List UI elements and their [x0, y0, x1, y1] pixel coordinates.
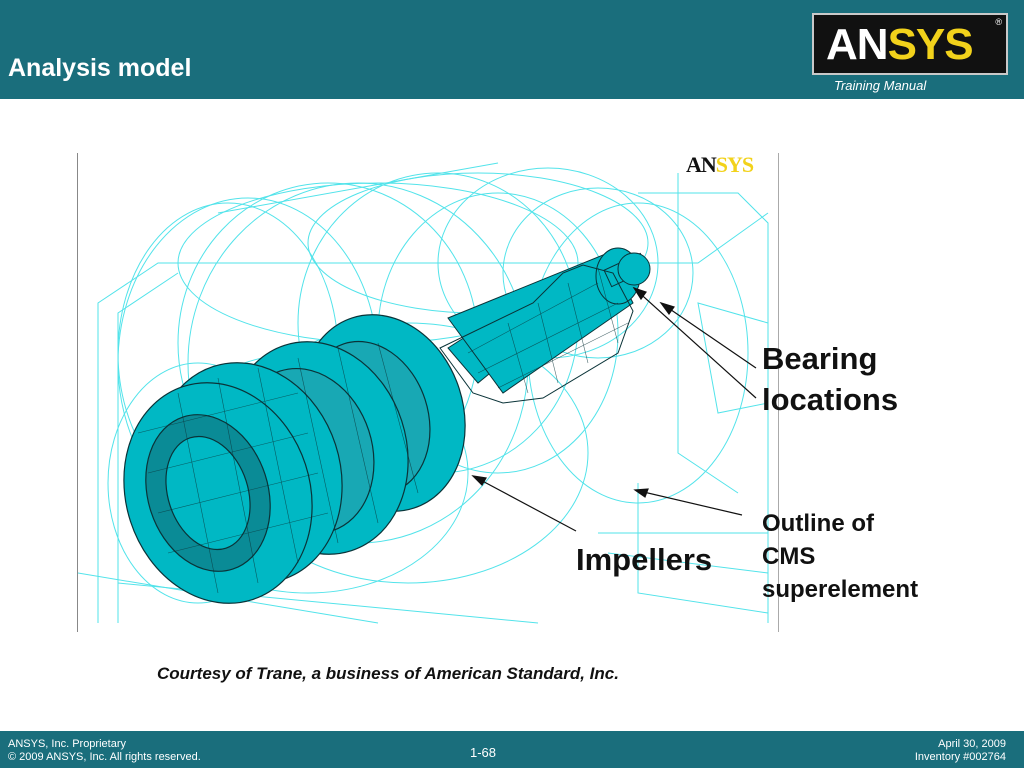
footer-date: April 30, 2009: [938, 738, 1006, 750]
logo-sys-text: SYS: [887, 20, 974, 69]
footer-inventory: Inventory #002764: [914, 751, 1006, 763]
impellers-label: Impellers: [576, 542, 713, 577]
footer-date-inventory: April 30, 2009 Inventory #002764: [915, 738, 1006, 764]
figure-ansys-logo: ANSYS: [686, 152, 754, 178]
ansys-logo: ANSYS ®: [812, 13, 1008, 75]
cms-outline-label: Outline of CMS superelement: [762, 507, 918, 606]
page-title: Analysis model: [8, 54, 192, 82]
impeller-stack: [123, 314, 466, 604]
bearing-label-line2: locations: [762, 382, 899, 417]
bearing-locations-label: Bearing locations: [762, 338, 898, 420]
shaft-assembly: [439, 247, 651, 404]
mesh-lines: [137, 267, 629, 594]
logo-an-text: AN: [826, 20, 889, 69]
outline-label-line1: Outline of: [762, 510, 874, 537]
courtesy-caption: Courtesy of Trane, a business of America…: [157, 664, 619, 683]
footer-bar: ANSYS, Inc. Proprietary © 2009 ANSYS, In…: [0, 731, 1024, 768]
footer-copyright: ANSYS, Inc. Proprietary © 2009 ANSYS, In…: [8, 738, 201, 764]
header-bar: Analysis model ANSYS ® Training Manual: [0, 0, 1024, 99]
callout-arrows: [471, 286, 757, 532]
training-manual-label: Training Manual: [834, 78, 927, 93]
footer-left-line1: ANSYS, Inc. Proprietary: [8, 738, 126, 750]
page-number: 1-68: [470, 745, 497, 760]
outline-label-line2: CMS: [762, 543, 816, 570]
fea-model-figure: [77, 153, 779, 632]
fea-model-drawing: [78, 162, 769, 624]
footer-left-line2: © 2009 ANSYS, Inc. All rights reserved.: [8, 751, 201, 763]
registered-mark: ®: [995, 17, 1002, 27]
bearing-label-line1: Bearing: [762, 341, 878, 376]
figure-logo-sys: SYS: [715, 152, 754, 177]
figure-logo-an: AN: [686, 152, 717, 177]
outline-label-line3: superelement: [762, 576, 919, 603]
